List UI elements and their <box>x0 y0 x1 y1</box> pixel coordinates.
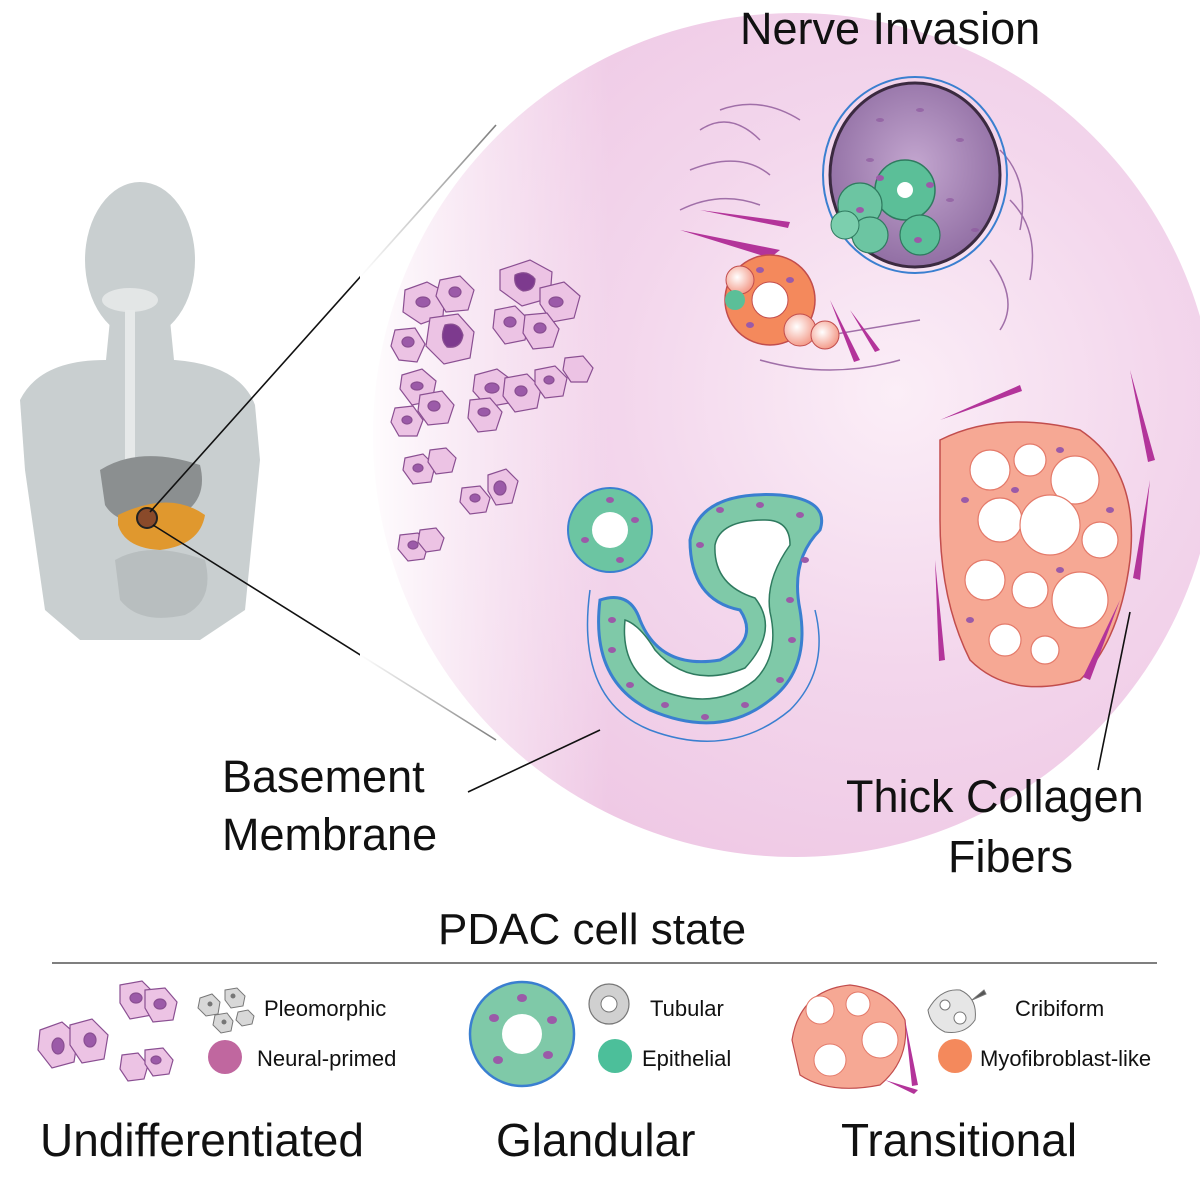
legend-title: PDAC cell state <box>438 905 747 954</box>
basement-membrane-label-line2: Membrane <box>222 809 438 860</box>
legend-glandular-label: Glandular <box>496 1114 696 1166</box>
thick-collagen-label-line1: Thick Collagen <box>846 771 1144 822</box>
cribriform-structure <box>939 421 1133 688</box>
legend-pleomorphic-label: Pleomorphic <box>264 996 387 1021</box>
legend-tubular-label: Tubular <box>650 996 724 1021</box>
myofibroblast-like-swatch <box>938 1039 972 1073</box>
tubular-icon <box>588 983 630 1025</box>
human-body-silhouette <box>20 182 260 640</box>
basement-membrane-pointer <box>467 729 601 793</box>
neural-primed-swatch <box>208 1040 242 1074</box>
legend-transitional-thumb <box>791 984 918 1094</box>
legend-glandular-thumb <box>468 980 576 1088</box>
basement-membrane-label-line1: Basement <box>222 751 425 802</box>
glandular-structures <box>567 487 823 742</box>
undifferentiated-cluster <box>390 259 594 562</box>
thick-collagen-label-line2: Fibers <box>948 831 1074 882</box>
legend-undifferentiated-thumb <box>37 980 178 1082</box>
legend-undifferentiated-label: Undifferentiated <box>40 1114 364 1166</box>
glandular-invading-cluster <box>830 159 941 256</box>
legend-cribiform-label: Cribiform <box>1015 996 1105 1021</box>
cribriform-icon <box>927 989 987 1033</box>
nerve-invasion-label: Nerve Invasion <box>740 3 1041 54</box>
transitional-invading-cluster <box>724 254 840 350</box>
collagen-fibers <box>935 370 1155 680</box>
collagen-pointer <box>1097 611 1131 771</box>
epithelial-swatch <box>598 1039 632 1073</box>
legend-myofibroblast-label: Myofibroblast-like <box>980 1046 1152 1071</box>
legend-transitional-label: Transitional <box>841 1114 1078 1166</box>
nerve-bundle <box>679 76 1034 371</box>
legend-neural-primed-label: Neural-primed <box>257 1046 397 1071</box>
legend-epithelial-label: Epithelial <box>642 1046 732 1071</box>
pleomorphic-icon <box>197 987 255 1034</box>
